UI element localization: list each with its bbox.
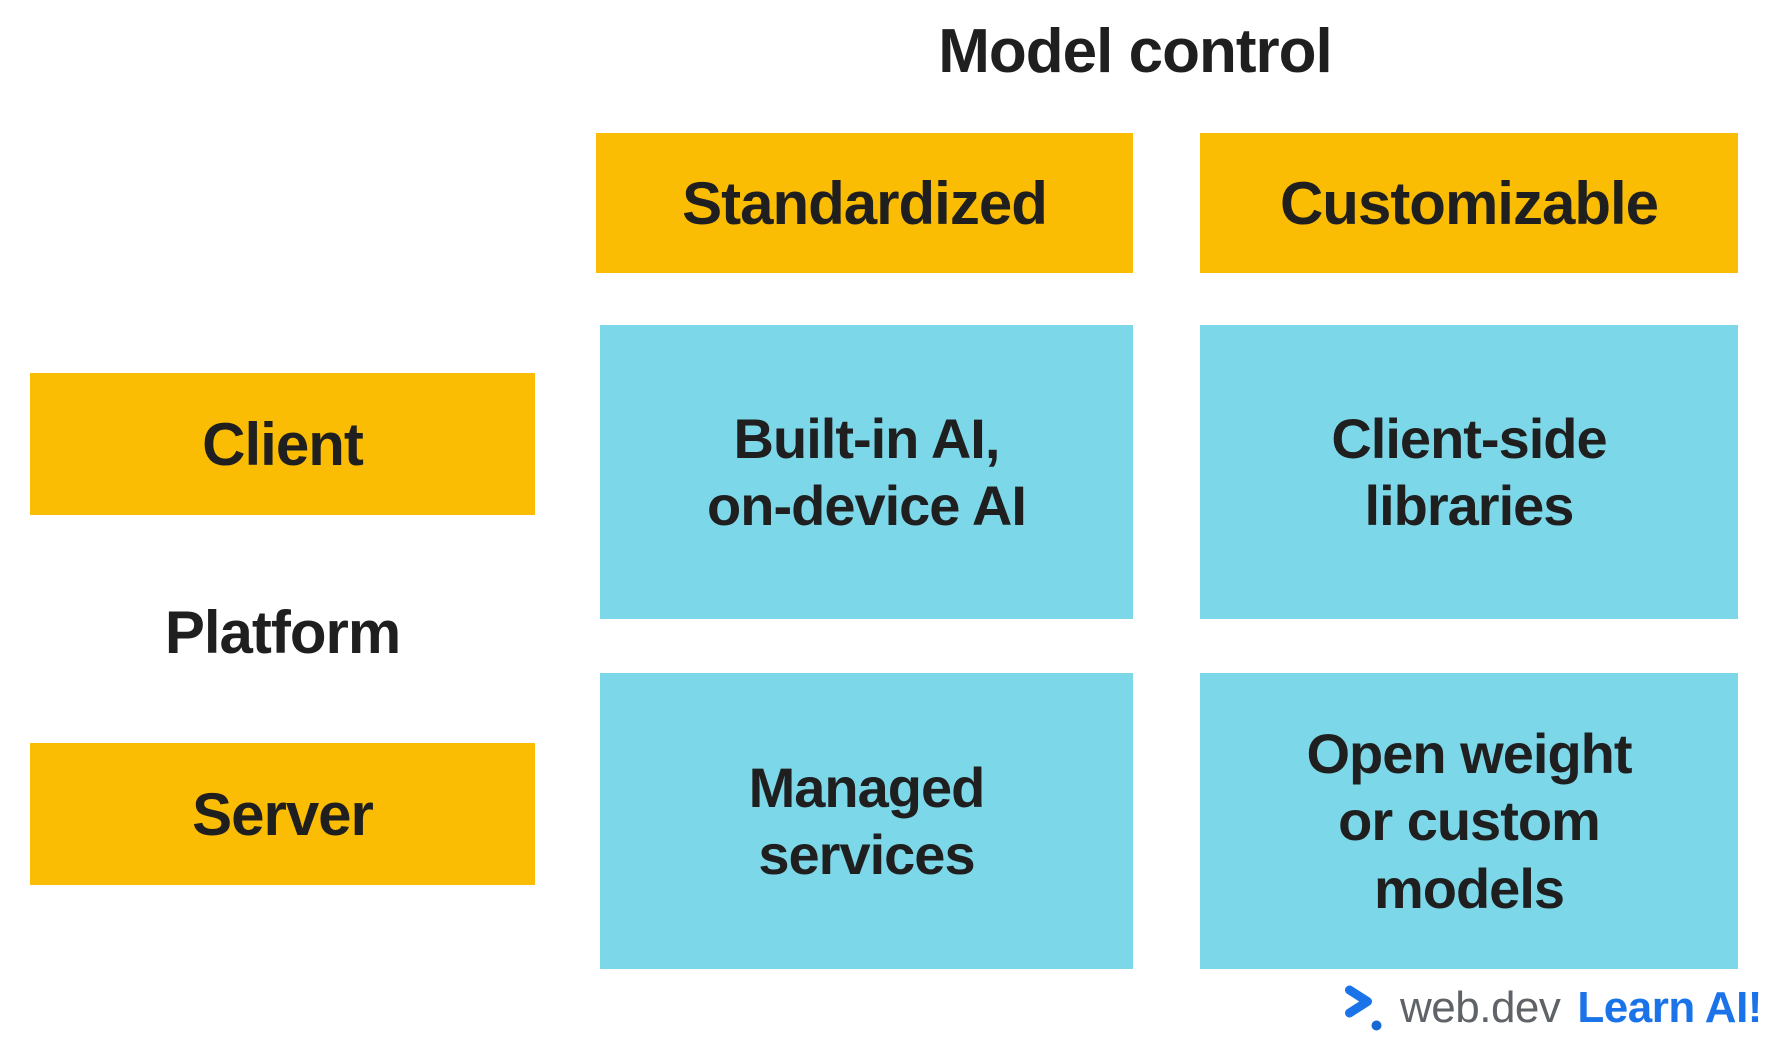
column-header-standardized: Standardized bbox=[596, 133, 1133, 273]
row-axis-label: Platform bbox=[164, 599, 401, 666]
cell-client-standardized: Built-in AI, on-device AI bbox=[600, 325, 1133, 619]
diagram-title: Model control bbox=[938, 17, 1332, 86]
row-header-client: Client bbox=[30, 373, 535, 515]
series-label: Learn AI! bbox=[1577, 983, 1762, 1032]
column-header-customizable: Customizable bbox=[1200, 133, 1738, 273]
row-header-server: Server bbox=[30, 743, 535, 885]
brand-name: web.dev bbox=[1400, 983, 1561, 1032]
cell-server-standardized: Managed services bbox=[600, 673, 1133, 969]
cell-server-customizable: Open weight or custom models bbox=[1200, 673, 1738, 969]
cell-client-customizable: Client-side libraries bbox=[1200, 325, 1738, 619]
footer-logo: web.dev Learn AI! bbox=[1343, 982, 1762, 1034]
web-dev-chevron-icon bbox=[1345, 985, 1382, 1031]
